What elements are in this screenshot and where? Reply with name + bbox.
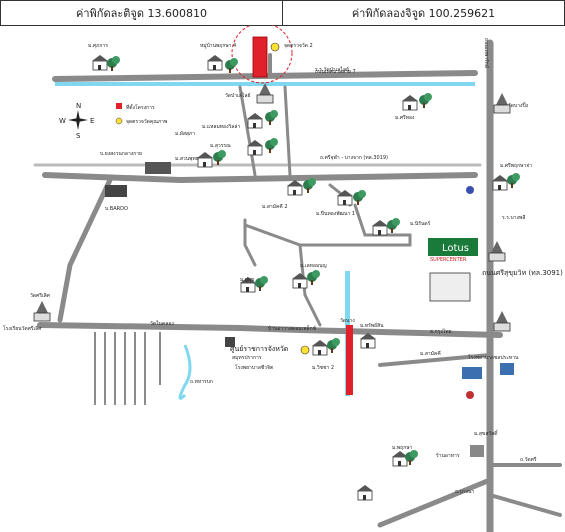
label-village-topleft: ม.ศุภการ (88, 43, 108, 49)
label-road-main: ถนนเทศบาลสาย 7 (315, 69, 356, 75)
label-village-right-top: ม.ศรีทอง (395, 114, 415, 121)
longitude-cell: ค่าพิกัดลองจิจูด 100.259621 (282, 1, 564, 25)
label-road-sukhumvit: ถนนศรีสุขุมวิท (ทล.3091) (482, 269, 563, 277)
label-road-north: ถนนเทพารักษ์ (483, 38, 490, 69)
label-temple-right: วัดบางปิ้ง (508, 100, 529, 109)
svg-text:N: N (76, 102, 81, 110)
label-village-l: ม.วิชชา 2 (312, 364, 334, 371)
label-road-south: ถ.บางนา (455, 489, 474, 495)
svg-text:S: S (76, 132, 81, 140)
target-secondary (346, 325, 353, 395)
lotus-sub: SUPERCENTER (430, 257, 467, 263)
target-radius-circle (231, 25, 293, 84)
residential-grid (94, 332, 161, 405)
ptt-station-icon (466, 391, 474, 399)
measurement-point-2 (300, 345, 310, 355)
svg-text:E: E (90, 117, 94, 125)
label-city-hall: ศูนย์ราชการจังหวัด (230, 345, 288, 353)
label-village-right2: ม.ศรีพฤกษาจ่า (500, 162, 532, 169)
label-temple-top: วัดป่าเลไลย์ (225, 92, 250, 99)
target-site-marker (252, 36, 268, 78)
label-city-hall2: สมุทรปราการ (232, 355, 262, 361)
label-village-mid-left: ม.แหลมทองวิลล่า (202, 123, 240, 130)
factory-building (145, 162, 171, 174)
label-bank: ธ.กรุงไทย (430, 328, 452, 335)
label-temple-n: วัดนาง (340, 318, 355, 324)
label-road-pin: ถ.ศรีจุฬา - บางจาก (ทล.3019) (320, 154, 388, 161)
label-factory: บ.ยงสงวนกลางกาย (100, 151, 142, 157)
shop-building (470, 445, 484, 457)
lotus-logo-bg (428, 238, 478, 256)
label-school-left: โรงเรียนวัดศรีเลิศ (3, 325, 42, 332)
bank-building (500, 363, 514, 375)
label-school-mid: โรงพยาบาลชีวจิต (235, 364, 273, 371)
label-school-s: ร.ร.บางพลี (502, 214, 525, 221)
label-road-sri: ถ.วัดศรี (520, 456, 537, 463)
compass-rose: N S E W (59, 102, 94, 140)
coordinates-header: ค่าพิกัดละติจูด 13.600810 ค่าพิกัดลองจิจ… (0, 0, 565, 26)
hospital-building (462, 367, 482, 379)
label-market2: บ.BARDO (105, 206, 128, 212)
gas-station-icon (466, 186, 474, 194)
label-village-mid2: ม.สุวรรณ (210, 143, 231, 149)
label-village-center2: ม.ปิ่นทองพัฒนา 1 (316, 210, 355, 217)
lotus-store (429, 272, 471, 302)
label-village-m: บ้านอาวาสคอมเพล็กซ์ (268, 324, 317, 332)
latitude-cell: ค่าพิกัดละติจูด 13.600810 (76, 7, 207, 20)
bardo-building (105, 185, 127, 197)
svg-text:W: W (59, 117, 66, 125)
measurement-point-1 (270, 42, 280, 52)
target-label: หมู่บ้านพฤกษา 4 (200, 42, 236, 49)
label-village-center: ม.สามัคคี 2 (262, 203, 288, 210)
label-road-o: ถ.ทหารบก (190, 379, 213, 385)
near-target-label: จุดตรวจวัด 2 (284, 43, 313, 49)
legend: ที่ตั้งโครงการ จุดตรวจวัดคุณภาพ (115, 102, 167, 125)
label-village-k: ม.เลหอมบุญ (300, 263, 327, 269)
label-shop: ร้านอาหาร (436, 452, 460, 459)
river-branch (178, 344, 192, 400)
label-wat-mid: วัดในคลอง (150, 320, 174, 327)
label-market: ม.ผัสสุภา (175, 131, 195, 137)
label-village-p: ม.พฤกษา (392, 445, 413, 451)
label-village-s: ม.นิรันดร์ (410, 220, 431, 227)
school-building (225, 337, 235, 347)
label-village-j: ม.ยู่สุข (240, 277, 254, 283)
label-hospital: โรงพยาบาลชลประทาน (468, 354, 519, 361)
legend-item-1: ที่ตั้งโครงการ (126, 102, 155, 111)
legend-item-2: จุดตรวจวัดคุณภาพ (126, 119, 167, 125)
label-school-top: ร.ร.วัดป่าเลไลย์ (315, 66, 349, 73)
label-village-q: ม.สุขสวัสดิ์ (474, 429, 499, 437)
label-village-n: ม.ทรัพย์สิน (360, 322, 384, 329)
location-map: หมู่บ้านพฤกษา 4 จุดตรวจวัด 2 ที่ตั้งโครง… (3, 25, 563, 532)
landmarks: Lotus SUPERCENTER (33, 54, 520, 501)
label-wat-left: วัดศรีเลิศ (30, 292, 51, 299)
label-village-r: ม.สามัคคี (420, 350, 441, 357)
label-village-mid3: ม.สวนพุทธ (175, 156, 199, 162)
lotus-logo: Lotus (442, 243, 469, 254)
